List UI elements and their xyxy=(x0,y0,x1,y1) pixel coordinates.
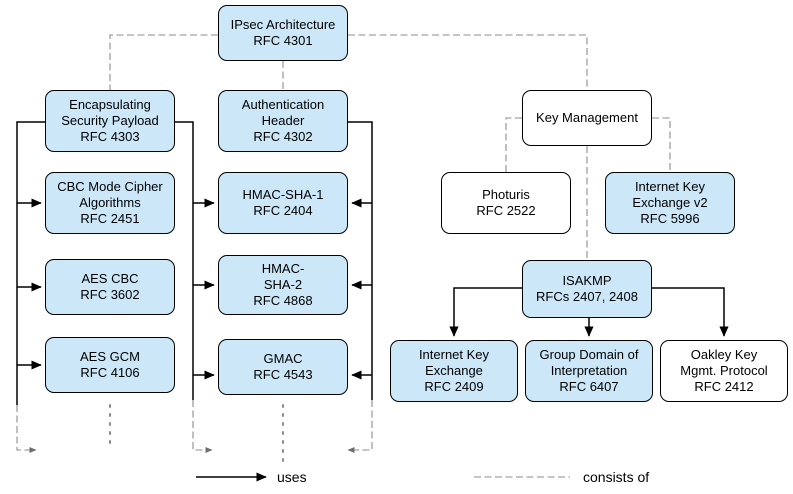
node-label-line: Encapsulating xyxy=(69,97,151,112)
node-label-line: AES GCM xyxy=(80,349,140,364)
edge-esp-bus-right xyxy=(175,121,194,400)
node-label-line: RFC 4302 xyxy=(253,129,313,144)
node-label-line: RFC 2404 xyxy=(253,203,313,218)
node-label-line: RFC 4543 xyxy=(253,367,313,382)
node-label-line: Header xyxy=(261,113,305,128)
node-label-line: RFC 4106 xyxy=(80,365,140,380)
edge-esp-continuation xyxy=(16,405,37,454)
edge-keymgmt-to-photuris xyxy=(505,117,522,172)
node-label-line: HMAC-SHA-1 xyxy=(242,187,324,202)
edge-ah-continuation xyxy=(347,400,373,454)
node-label-line: RFC 4868 xyxy=(253,293,313,308)
legend-consists-of-label: consists of xyxy=(583,469,650,485)
edge-keymgmt-to-ikev2 xyxy=(652,117,671,172)
node-label-line: RFC 4301 xyxy=(253,33,313,48)
edge-ah-bus-right xyxy=(348,121,373,400)
node-label-line: Authentication xyxy=(241,97,325,112)
legend-uses-label: uses xyxy=(277,469,307,485)
node-label-line: Algorithms xyxy=(79,195,141,210)
node-label-line: Interpretation xyxy=(550,363,628,378)
node-label-line: Internet Key xyxy=(418,347,490,362)
node-label-line: RFC 2451 xyxy=(80,211,140,226)
node-label-line: IPsec Architecture xyxy=(230,17,336,32)
node-label-line: CBC Mode Cipher xyxy=(57,179,163,194)
node-label-line: RFC 5996 xyxy=(640,211,700,226)
node-key-management[interactable]: Key Management xyxy=(522,90,652,146)
node-label-line: RFCs 2407, 2408 xyxy=(536,289,638,304)
node-label-line: RFC 2409 xyxy=(424,379,484,394)
node-label-line: RFC 2522 xyxy=(476,203,536,218)
node-label-line: HMAC- xyxy=(261,261,305,276)
node-label-line: RFC 4303 xyxy=(80,129,140,144)
edge-esp-bus-left xyxy=(16,121,45,405)
edge-isakmp-to-ike xyxy=(449,287,522,337)
node-label-line: Mgmt. Protocol xyxy=(680,363,768,378)
uses-edges xyxy=(16,121,729,482)
edge-isakmp-to-oakley xyxy=(652,287,729,337)
node-label-line: ISAKMP xyxy=(562,273,612,288)
node-label-line: RFC 3602 xyxy=(80,287,140,302)
node-label-line: RFC 6407 xyxy=(559,379,619,394)
node-label-line: AES CBC xyxy=(81,271,139,286)
node-label-line: Photuris xyxy=(482,187,530,202)
vertical-ellipsis-marks xyxy=(109,404,284,463)
node-label-line: Oakley Key xyxy=(690,347,758,362)
node-label-line: RFC 2412 xyxy=(694,379,754,394)
node-label-line: Key Management xyxy=(536,110,638,125)
edge-esp-alg-continuation xyxy=(192,400,213,454)
consists-of-edges xyxy=(16,34,671,454)
node-label-line: Exchange v2 xyxy=(632,195,708,210)
node-label-line: GMAC xyxy=(263,351,303,366)
node-label-line: Group Domain of xyxy=(539,347,639,362)
node-label-line: SHA-2 xyxy=(263,277,303,292)
node-label-line: Exchange xyxy=(425,363,483,378)
edge-ipsec-to-esp xyxy=(109,34,218,90)
node-label-line: Internet Key xyxy=(634,179,706,194)
node-label-line: Security Payload xyxy=(61,113,159,128)
edge-ipsec-to-keymgmt xyxy=(348,34,588,90)
